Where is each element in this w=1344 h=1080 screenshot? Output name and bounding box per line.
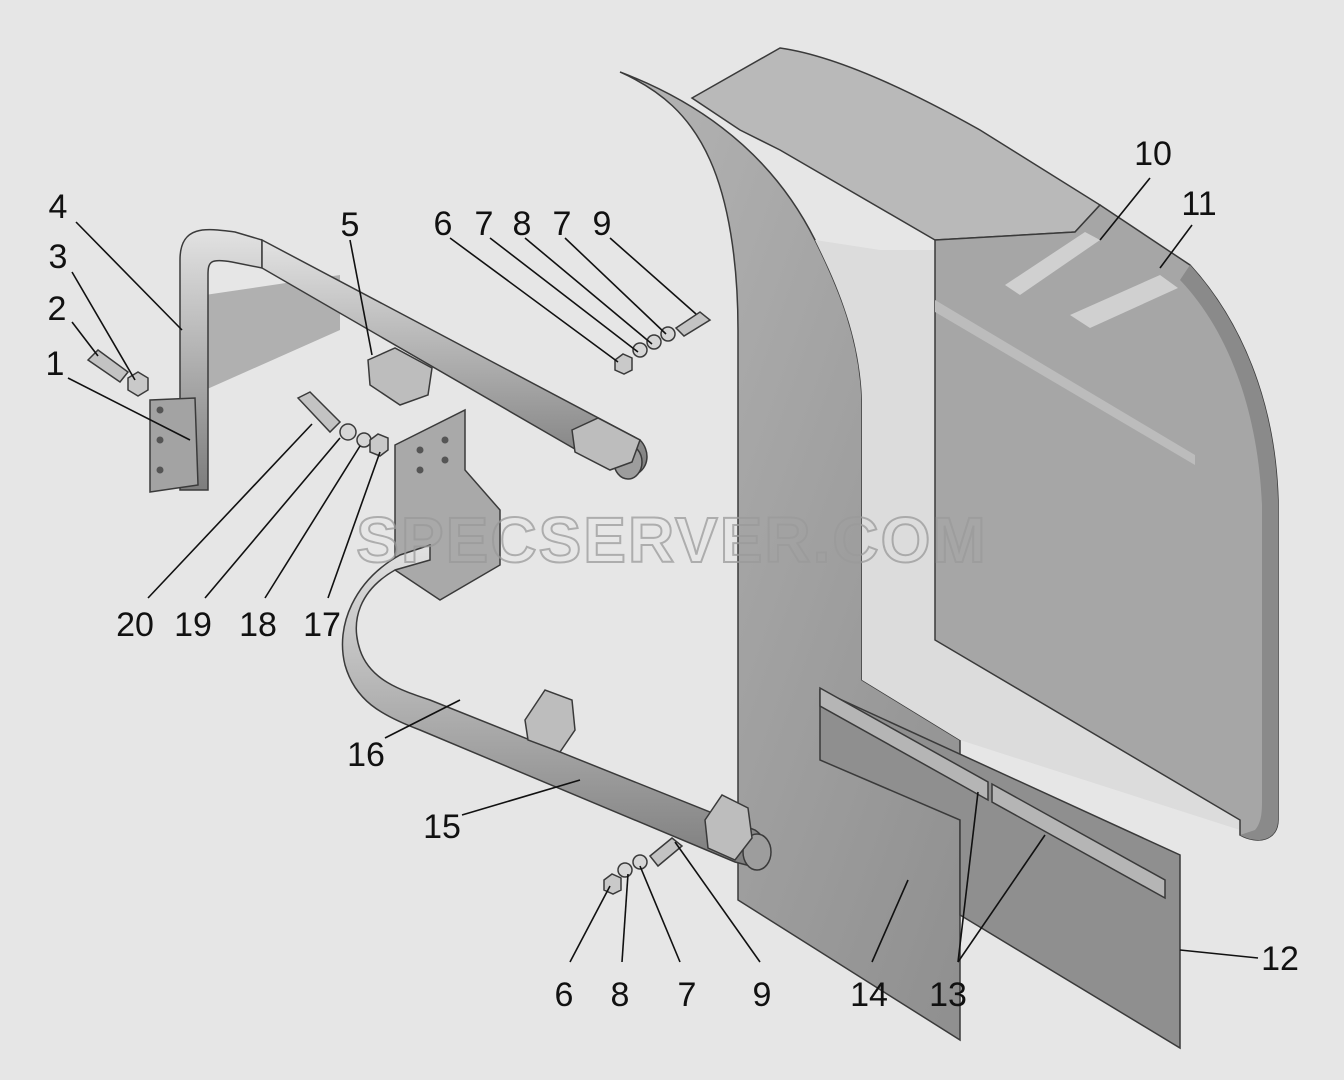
callout-10: 10 [1134,135,1172,173]
callout-8-upper: 8 [513,205,532,243]
callout-9-lower: 9 [753,976,772,1014]
nut-17 [369,433,389,457]
callout-6-lower: 6 [555,976,574,1014]
callout-20: 20 [116,606,154,644]
washer-7-lower [632,854,648,870]
callout-7-lower: 7 [678,976,697,1014]
mudflap [819,686,1181,1050]
callout-1: 1 [46,345,65,383]
curved-guard-rim [1180,265,1278,840]
fasteners [86,311,712,895]
lower-plate-hole [416,446,424,454]
nut-6-upper [614,353,633,375]
lower-tube-clamp-1 [524,689,576,753]
leader-lines [67,177,1259,963]
callout-4: 4 [49,188,68,226]
callout-13: 13 [929,976,967,1014]
upper-bracket-tube [149,228,648,493]
lower-plate-hole [441,456,449,464]
lower-plate-hole [416,466,424,474]
clamp-strip-left [819,686,989,802]
callout-16: 16 [347,736,385,774]
callout-3: 3 [49,238,68,276]
callout-labels: 1 2 3 4 5 6 7 8 7 9 10 11 20 19 18 17 16… [46,135,1299,1014]
washer-7b-upper [660,326,676,342]
callout-15: 15 [423,808,461,846]
lower-bracket-tube [341,408,772,871]
callout-7-upper: 7 [475,205,494,243]
callout-9-upper: 9 [593,205,612,243]
callout-19: 19 [174,606,212,644]
upper-bracket-plate [205,275,340,390]
washer-8-lower [617,862,633,878]
nut-3 [127,371,149,397]
lower-tube-clamp-2 [704,794,753,861]
washer-19 [339,423,357,441]
callout-17: 17 [303,606,341,644]
mounting-plate-1 [149,397,199,493]
mudguard-panel [619,71,1240,1042]
callout-11: 11 [1181,185,1216,223]
callout-7b-upper: 7 [553,205,572,243]
watermark: SPECSERVER.COM [356,504,987,576]
callout-5: 5 [341,206,360,244]
lower-plate-hole [441,436,449,444]
bolt-9-lower [648,837,684,868]
bolt-9-upper [674,311,712,337]
tube-clamp-5 [367,347,433,406]
bolt-2 [86,349,130,384]
callout-2: 2 [48,290,67,328]
joint-band-10 [1005,232,1100,295]
washer-7-upper [632,342,648,358]
plate-1-hole [156,406,164,414]
callout-6-upper: 6 [434,205,453,243]
callout-14: 14 [850,976,888,1014]
plate-1-hole [156,436,164,444]
tube-clamp-end [571,417,641,471]
callout-18: 18 [239,606,277,644]
lower-tube-end-cap [742,833,772,871]
clamp-strip-right [991,782,1166,900]
washer-18 [356,432,372,448]
washer-8-upper [646,334,662,350]
mudguard-inner-window [815,240,1240,830]
callout-8-lower: 8 [611,976,630,1014]
top-curved-guard [690,47,1279,841]
bolt-20 [296,391,342,434]
joint-band-11 [1070,275,1178,328]
inner-panel-strip [935,300,1195,465]
mudflap-sheet [819,688,1181,1050]
callout-12: 12 [1261,940,1299,978]
plate-1-hole [156,466,164,474]
